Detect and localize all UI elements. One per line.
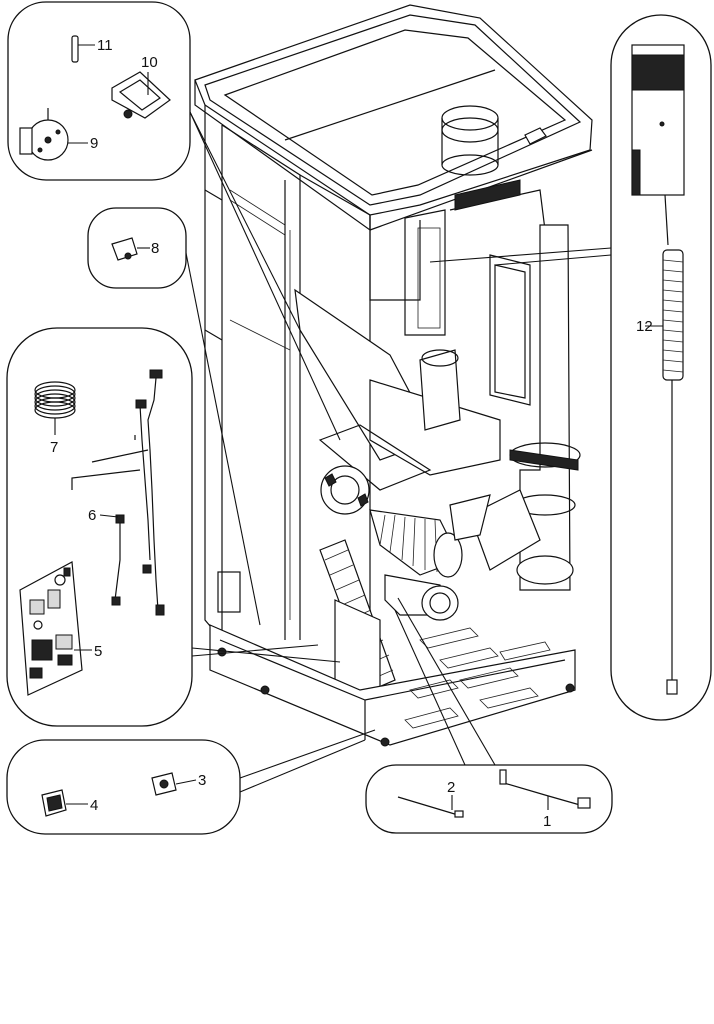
callout-2-label: 2 xyxy=(447,779,455,796)
callout-12-label: 12 xyxy=(636,318,653,335)
rocker-switch-part-4 xyxy=(41,789,67,817)
callout-11-label: 11 xyxy=(97,37,113,54)
thermostat-part-3 xyxy=(151,772,177,796)
probe-part-1 xyxy=(499,769,591,809)
callout-5-label: 5 xyxy=(94,643,102,660)
igniter-part-12 xyxy=(631,44,685,695)
callout-6-label: 6 xyxy=(88,507,96,524)
callout-7-label: 7 xyxy=(50,439,58,456)
callout-8-label: 8 xyxy=(151,240,159,257)
callout-bubble-12: 12 xyxy=(610,14,712,721)
callout-bubble-3-4: 4 3 xyxy=(6,739,241,835)
cable-coil-part-7 xyxy=(34,381,76,419)
callout-bubble-8: 8 xyxy=(87,207,187,289)
callout-bubble-9-10-11: 11 10 9 xyxy=(7,1,191,181)
bracket-part-10 xyxy=(111,71,171,119)
pressure-switch-part-9 xyxy=(19,108,69,161)
control-board-part-5 xyxy=(19,561,83,696)
callout-9-label: 9 xyxy=(90,135,98,152)
rod-part-2 xyxy=(397,796,459,816)
pin-part-11 xyxy=(71,35,79,63)
callout-1-label: 1 xyxy=(543,813,551,830)
callout-bubble-1-2: 2 1 xyxy=(365,764,613,834)
base-slots xyxy=(404,627,551,729)
stove-body xyxy=(194,4,593,747)
callout-10-label: 10 xyxy=(141,54,158,71)
callout-3-label: 3 xyxy=(198,772,206,789)
wiring-harness-part-6 xyxy=(71,369,165,616)
callout-bubble-5-6-7: 7 6 xyxy=(6,327,193,727)
callout-4-label: 4 xyxy=(90,797,98,814)
leader-lines xyxy=(184,111,612,793)
